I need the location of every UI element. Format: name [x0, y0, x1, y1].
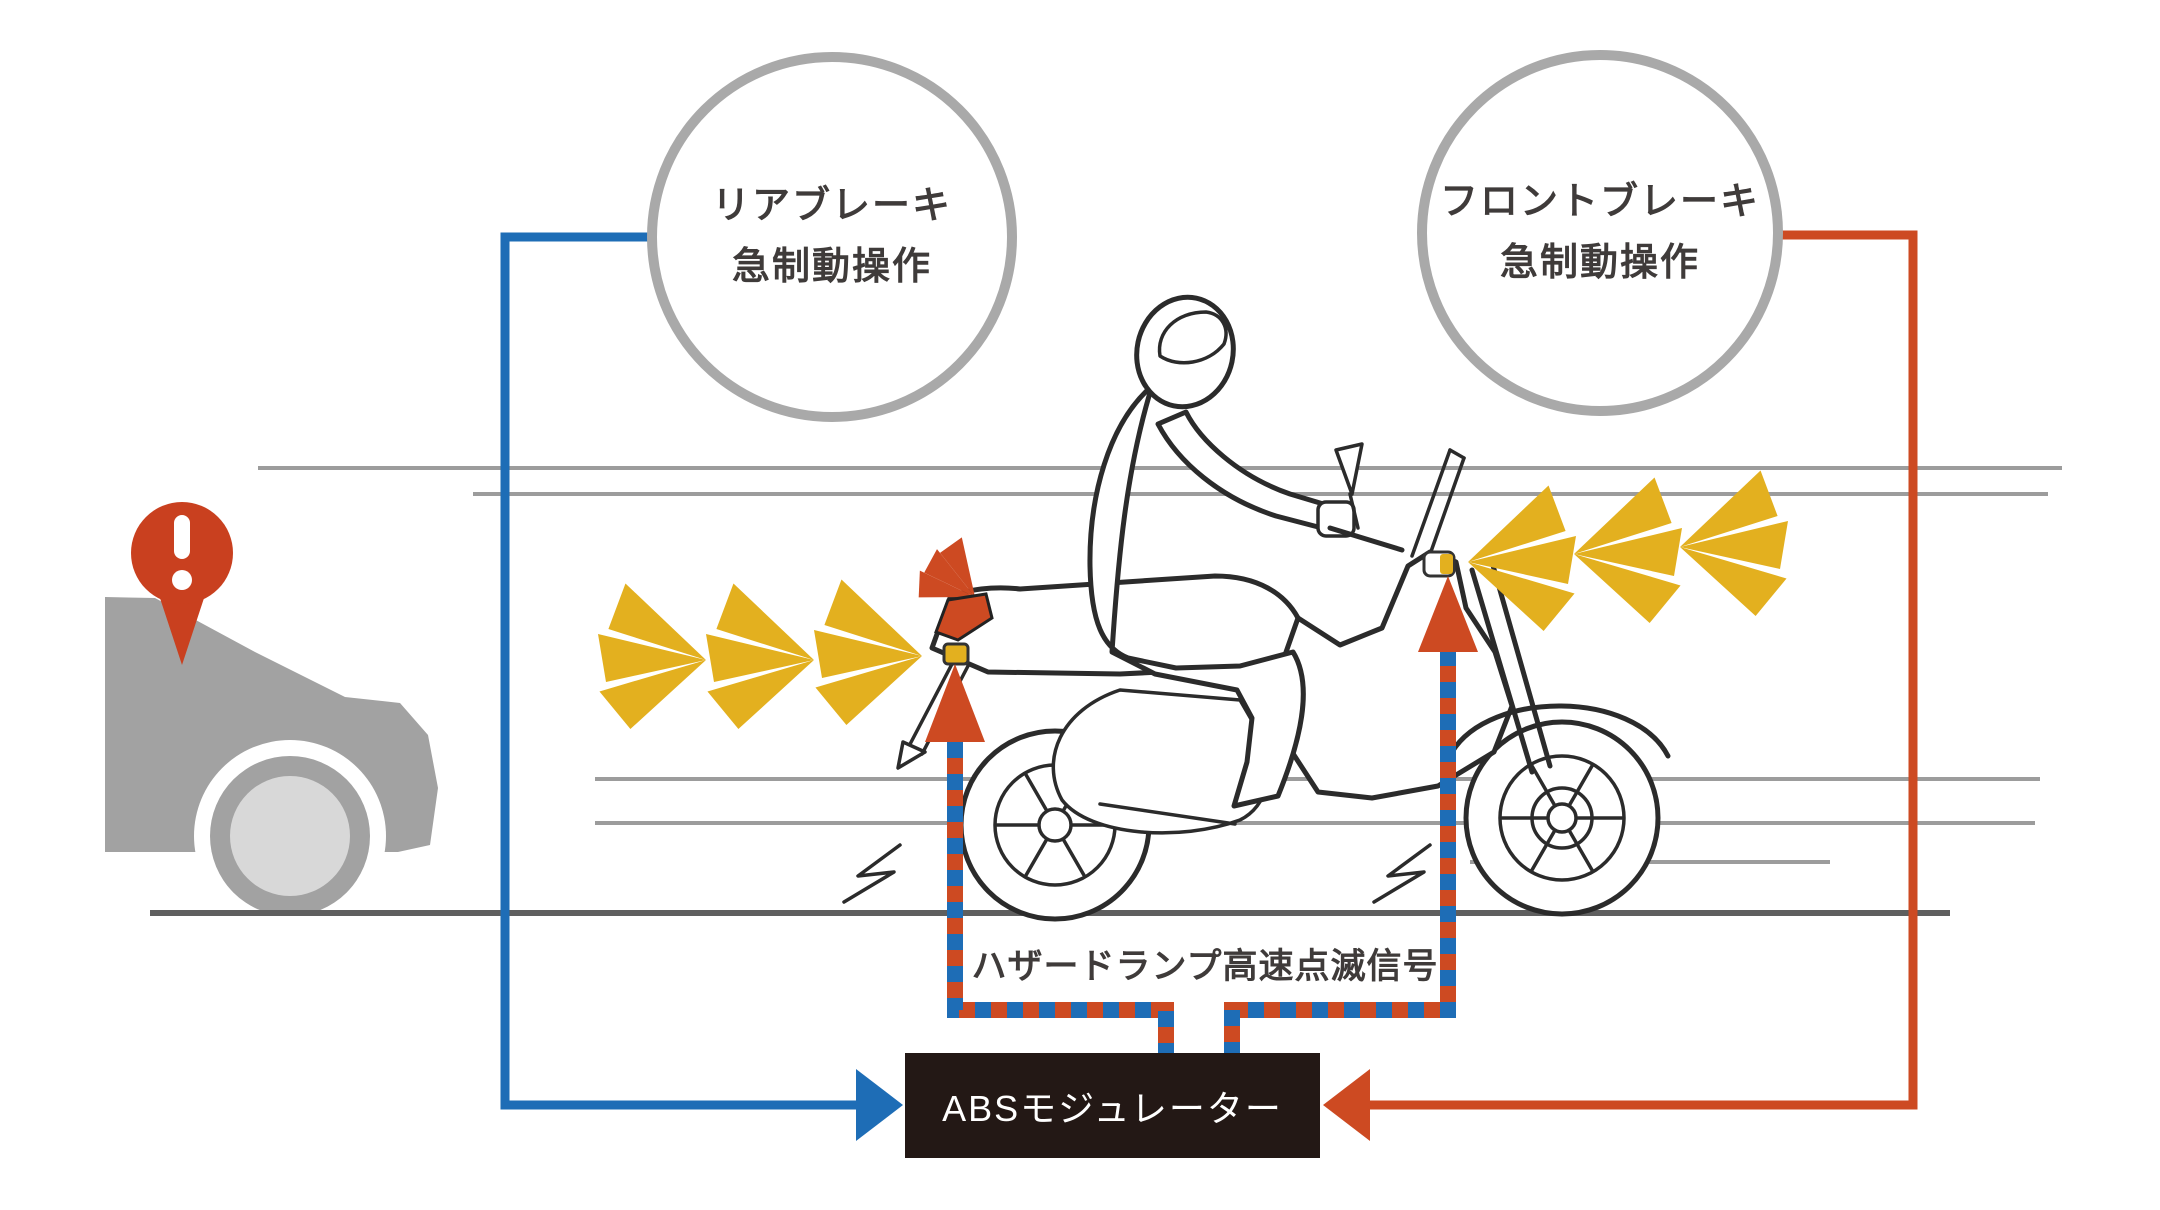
abs-modulator-box: ABSモジュレーター — [905, 1053, 1320, 1158]
rear-arrow-up-icon — [925, 664, 985, 742]
rear-signal-dashed-path — [925, 664, 1174, 1053]
rear-brake-bubble-line2: 急制動操作 — [731, 246, 932, 288]
rider-body — [1087, 383, 1306, 809]
abs-modulator-label: ABSモジュレーター — [942, 1087, 1283, 1129]
warning-pin-icon — [131, 502, 233, 665]
rear-turn-signal-lamp-icon — [942, 642, 970, 666]
front-wheel — [1463, 719, 1661, 917]
windscreen — [1410, 448, 1466, 562]
front-brake-bubble: フロントブレーキ 急制動操作 — [1417, 50, 1783, 416]
front-brake-line — [1323, 230, 1918, 1141]
arrow-left-icon — [1323, 1069, 1370, 1141]
rear-brake-bubble: リアブレーキ 急制動操作 — [647, 52, 1017, 422]
front-signal-dashed-path — [1224, 576, 1478, 1053]
front-brake-bubble-line1: フロントブレーキ — [1439, 181, 1760, 224]
hazard-signal-label: ハザードランプ高速点滅信号 — [971, 947, 1439, 986]
mirror — [1334, 442, 1364, 496]
arrow-right-icon — [856, 1069, 903, 1141]
skid-marks — [842, 843, 1432, 904]
rear-brake-bubble-line1: リアブレーキ — [711, 185, 952, 228]
rear-brake-line — [500, 232, 903, 1141]
rider-glove — [1316, 500, 1356, 538]
tail-lamp-icon — [934, 592, 994, 642]
car-silhouette — [105, 502, 438, 932]
front-brake-bubble-line2: 急制動操作 — [1499, 242, 1700, 284]
front-arrow-up-icon — [1418, 576, 1478, 652]
rider — [1087, 294, 1405, 809]
front-turn-signal-lamp-icon — [1422, 550, 1456, 578]
rear-hazard-burst-icon — [598, 579, 935, 734]
